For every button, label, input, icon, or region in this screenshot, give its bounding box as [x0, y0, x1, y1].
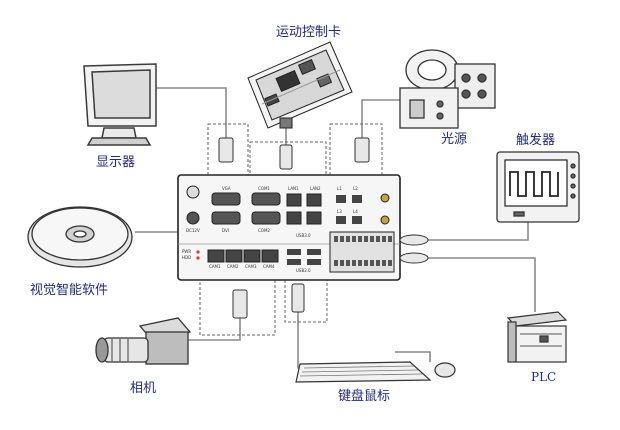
com1-port-icon	[251, 192, 281, 206]
label-vision-software: 视觉智能软件	[30, 283, 108, 298]
cable-plc	[425, 257, 536, 312]
cam1-label: CAM1	[209, 264, 221, 269]
cam3-label: CAM3	[245, 264, 257, 269]
label-keyboard-mouse: 键盘鼠标	[338, 388, 390, 404]
label-trigger: 触发器	[516, 132, 555, 148]
io-plug-1-icon	[399, 234, 429, 246]
usb2-label: USB2.0	[296, 268, 311, 273]
port-label-com2: COM2	[258, 228, 270, 233]
usb-port-2-icon	[307, 249, 321, 255]
port-label-com1: COM1	[258, 186, 270, 191]
dc-jack-icon	[186, 211, 200, 225]
light-port-l2-icon	[352, 195, 362, 203]
usb-port-4-icon	[307, 259, 321, 265]
lan3-port-icon	[286, 211, 302, 225]
plc-icon	[506, 311, 568, 363]
port-label-lan2: LAN2	[310, 186, 321, 191]
group-light	[329, 123, 383, 211]
cable-trigger	[425, 220, 529, 241]
vga-plug-icon	[218, 137, 234, 163]
label-monitor: 显示器	[96, 155, 135, 170]
pwr-led-icon	[196, 250, 200, 254]
antenna-2-icon	[380, 215, 390, 225]
cable-monitor	[155, 87, 227, 138]
io-terminal-pins	[334, 236, 392, 266]
port-label-lan1: LAN1	[288, 186, 299, 191]
light-port-l3-icon	[336, 216, 346, 224]
mouse-icon	[434, 362, 456, 378]
motion-card-icon	[247, 41, 353, 129]
hdd-led-icon	[196, 256, 200, 260]
port-label-dvi: DVI	[222, 228, 229, 233]
port-label-l1: L1	[337, 186, 342, 191]
light-source-icon	[399, 49, 496, 129]
power-button-icon	[186, 185, 200, 199]
cam2-label: CAM2	[227, 264, 239, 269]
port-label-l4: L4	[353, 209, 358, 214]
label-camera: 相机	[130, 381, 156, 396]
cables	[135, 87, 536, 369]
cam3-port-icon	[243, 249, 261, 263]
monitor-icon	[83, 63, 157, 146]
camera-icon	[95, 317, 192, 365]
cable-light-source	[361, 99, 400, 138]
cam4-label: CAM4	[263, 264, 275, 269]
software-disc-icon	[27, 206, 133, 268]
vga-port-icon	[211, 192, 241, 206]
cam-plug-icon	[232, 289, 248, 319]
com-plug-icon	[279, 144, 293, 170]
light-port-l4-icon	[352, 216, 362, 224]
label-plc: PLC	[531, 370, 556, 384]
keyboard-icon	[295, 361, 432, 383]
label-motion-card: 运动控制卡	[276, 25, 341, 40]
power-label: DC12V	[186, 228, 200, 233]
antenna-1-icon	[380, 193, 390, 203]
lan2-port-icon	[306, 193, 322, 207]
usb-port-3-icon	[287, 259, 301, 265]
trigger-icon	[496, 151, 580, 223]
io-plug-2-icon	[399, 252, 429, 264]
light-port-l1-icon	[336, 195, 346, 203]
led-label-pwr: PWR	[182, 249, 191, 254]
port-label-l2: L2	[353, 186, 358, 191]
usb-port-1-icon	[287, 249, 301, 255]
lan1-port-icon	[286, 193, 302, 207]
port-label-l3: L3	[337, 209, 342, 214]
lan4-port-icon	[306, 211, 322, 225]
port-label-vga: VGA	[222, 186, 231, 191]
cable-keyboard	[297, 312, 305, 369]
cam4-port-icon	[261, 249, 279, 263]
cam1-port-icon	[207, 249, 225, 263]
plugs	[218, 137, 429, 319]
usb3-label: USB3.0	[296, 233, 311, 238]
com2-port-icon	[251, 211, 281, 225]
label-light-source: 光源	[441, 132, 467, 147]
cam2-port-icon	[225, 249, 243, 263]
light-plug-icon	[354, 137, 370, 163]
controller-unit: DC12V PWR HDD VGA COM1 LAN1 LAN2 L1 L2 D…	[177, 174, 401, 281]
usb-plug-icon	[291, 283, 305, 313]
dvi-port-icon	[211, 211, 241, 225]
cable-mouse	[395, 351, 431, 362]
led-label-hdd: HDD	[182, 255, 191, 260]
cable-camera	[188, 318, 241, 341]
